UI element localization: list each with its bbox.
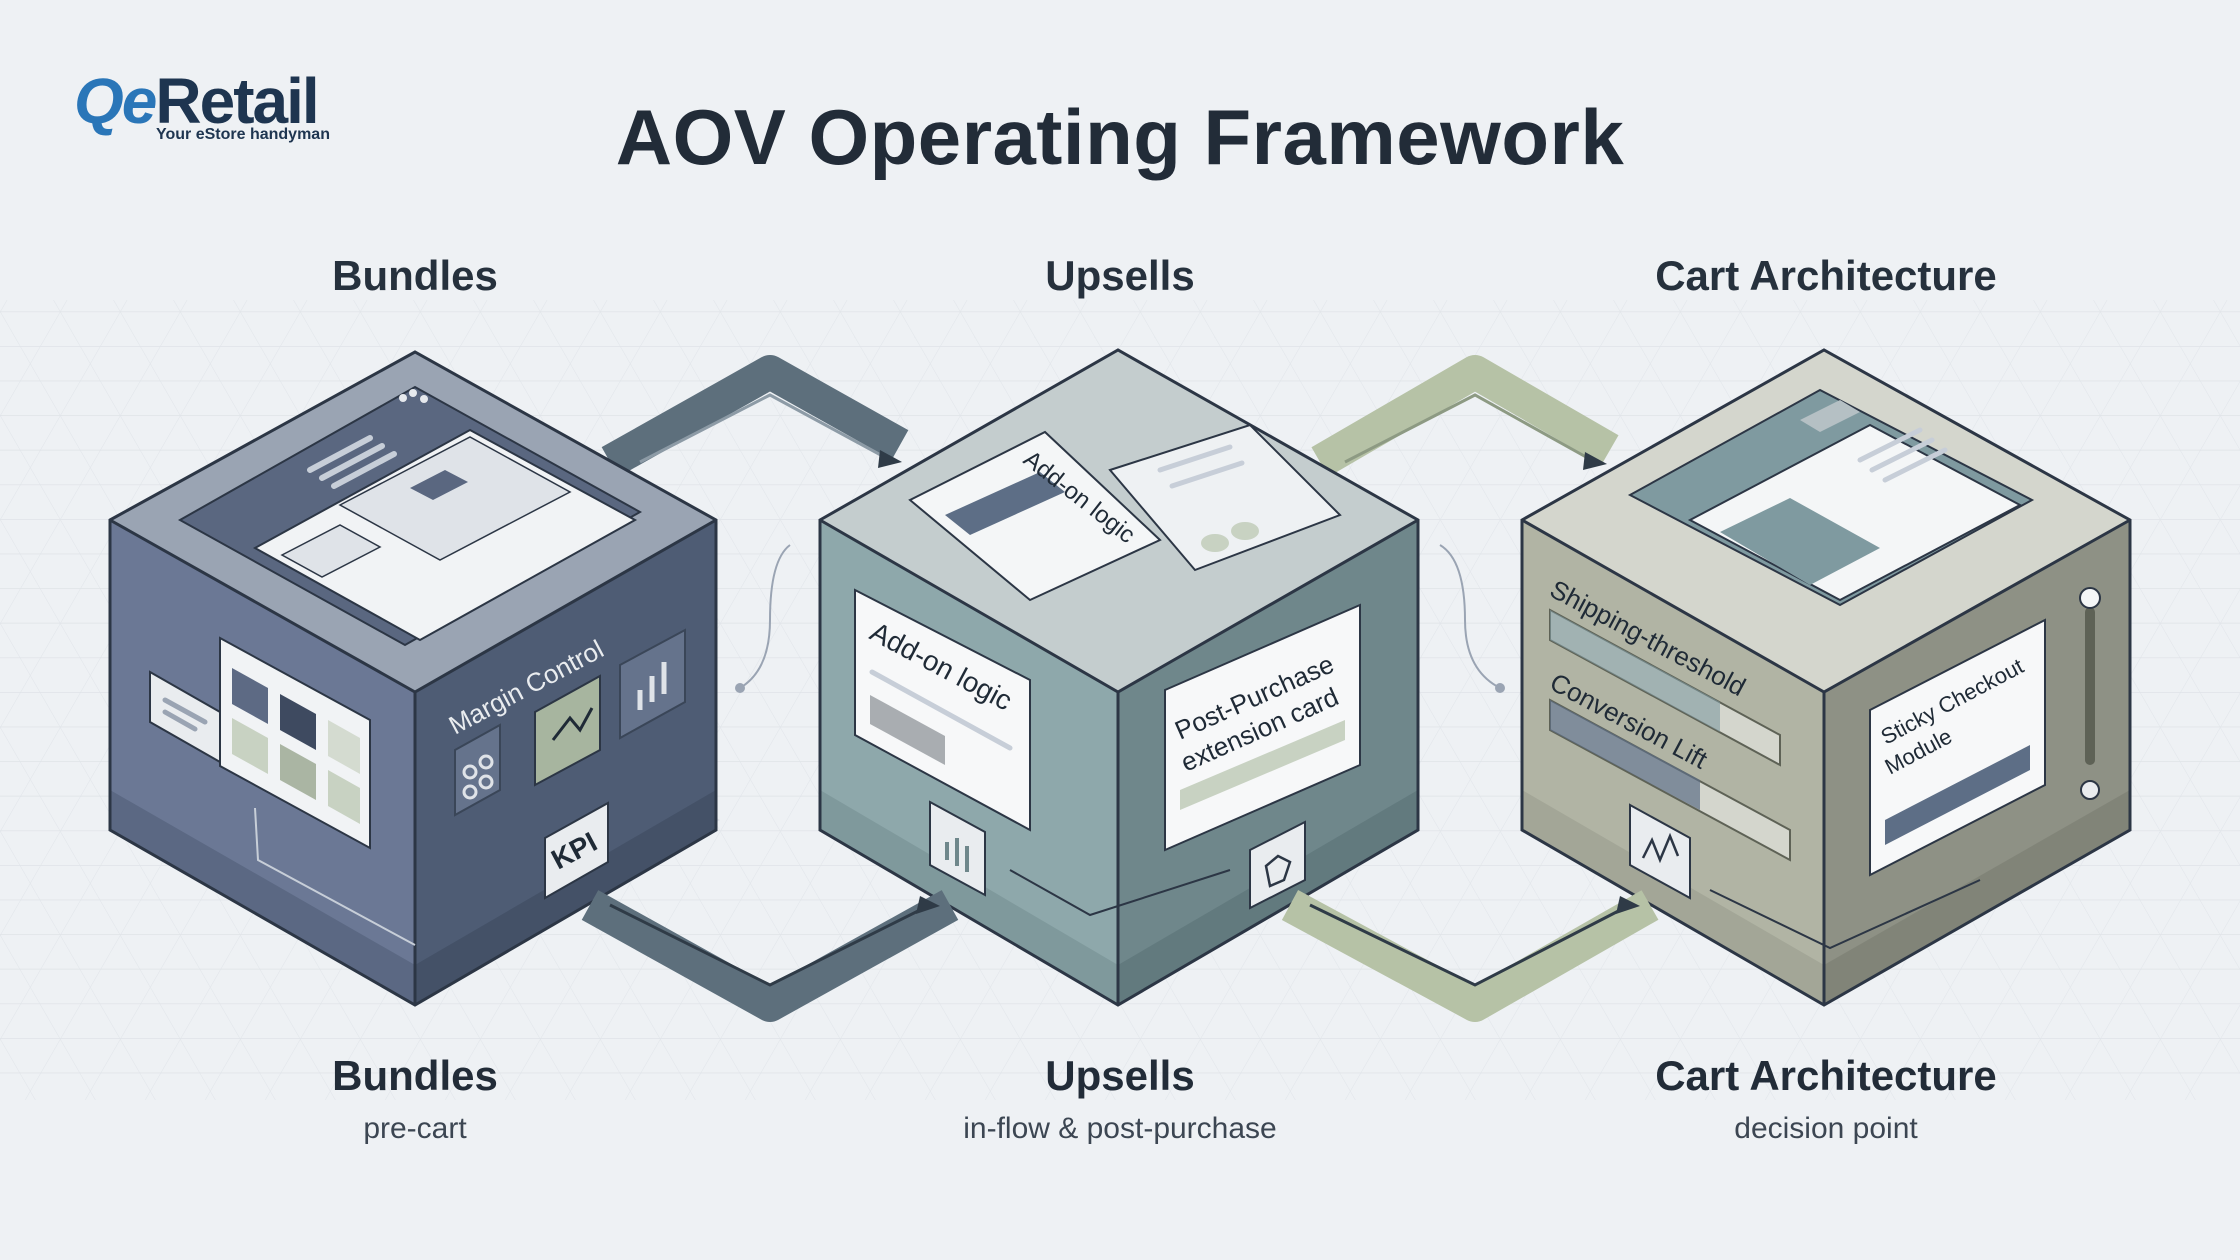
connector-bundles-upsells-bottom [581, 890, 959, 1022]
cart-architecture-cube [1520, 348, 2132, 1007]
connector-upsells-cart-top [1311, 355, 1619, 477]
cart-architecture-subcaption: decision point [1734, 1112, 1918, 1145]
upsells-cube [735, 348, 1505, 1007]
logo-wordmark: Retail [155, 65, 319, 137]
cart-architecture-heading: Cart Architecture [1655, 252, 1997, 299]
connector-upsells-cart-bottom [1281, 890, 1659, 1022]
cart-architecture-caption: Cart Architecture [1655, 1052, 1997, 1099]
upsells-heading: Upsells [1045, 252, 1195, 299]
upsells-subcaption: in-flow & post-purchase [963, 1112, 1277, 1145]
upsells-caption: Upsells [1045, 1052, 1195, 1099]
brand-tagline: Your eStore handyman [156, 126, 330, 143]
bundles-cube [108, 350, 720, 1007]
connector-bundles-upsells-top [601, 355, 909, 477]
bundles-caption: Bundles [332, 1052, 498, 1099]
bundles-subcaption: pre-cart [363, 1112, 467, 1145]
bundles-heading: Bundles [332, 252, 498, 299]
page-title: AOV Operating Framework [615, 93, 1625, 181]
brand-logo: QeRetail [74, 64, 320, 138]
logo-mark: Qe [74, 65, 157, 137]
